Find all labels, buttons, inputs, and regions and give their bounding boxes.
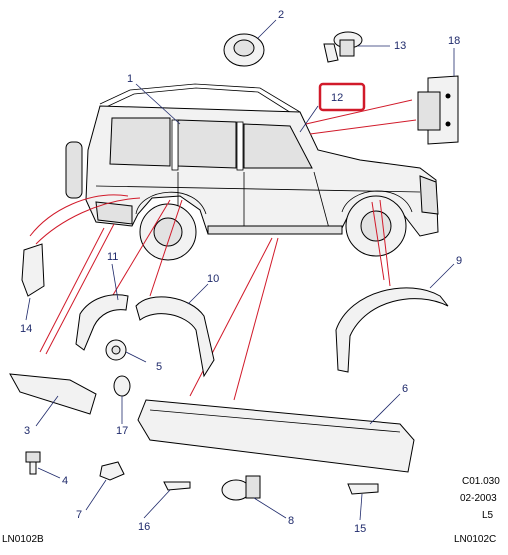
location-lines	[29, 99, 417, 401]
leader-lines	[25, 19, 455, 521]
callout-15: 15	[354, 523, 366, 535]
callout-14: 14	[20, 323, 32, 335]
callouts: 2 13 18 1 12 14 11 10 9 5 17 3 6 4 7 16 …	[20, 9, 462, 535]
part-17-grommet	[113, 375, 131, 397]
diagram-id-left: LN0102B	[2, 534, 44, 545]
part-6-sill-moulding	[137, 399, 415, 473]
part-13-clip	[323, 31, 363, 63]
ref-code: C01.030	[462, 476, 500, 487]
callout-7: 7	[76, 509, 82, 521]
part-8-clip	[221, 475, 261, 501]
callout-2: 2	[278, 9, 284, 21]
callout-4: 4	[62, 475, 68, 487]
callout-6: 6	[402, 383, 408, 395]
level-label: L5	[482, 510, 494, 521]
part-3-sill-end	[9, 373, 97, 415]
part-2-grommet	[223, 33, 265, 67]
footer-meta: C01.030 02-2003 L5 LN0102C LN0102B	[2, 476, 500, 545]
callout-1: 1	[127, 73, 133, 85]
part-11-arch-liner	[75, 294, 129, 351]
part-14-panel	[21, 243, 45, 297]
callout-13: 13	[394, 40, 406, 52]
callout-9: 9	[456, 255, 462, 267]
callout-3: 3	[24, 425, 30, 437]
callout-17: 17	[116, 425, 128, 437]
callout-10: 10	[207, 273, 219, 285]
part-18-bracket	[417, 75, 459, 145]
callout-16: 16	[138, 521, 150, 533]
callout-11: 11	[107, 251, 118, 263]
part-10-arch-moulding	[135, 296, 215, 378]
part-15-clip	[347, 483, 379, 495]
part-16-clip	[163, 481, 191, 491]
revision-date: 02-2003	[460, 493, 497, 504]
callout-12: 12	[331, 92, 343, 104]
highlight-box	[318, 82, 366, 112]
callout-18: 18	[448, 35, 460, 47]
part-7-nut	[99, 461, 125, 481]
callout-5: 5	[156, 361, 162, 373]
diagram-id-right: LN0102C	[454, 534, 496, 545]
part-4-screw	[25, 451, 41, 475]
part-5-grommet	[105, 339, 127, 361]
vehicle-illustration	[65, 83, 439, 261]
callout-8: 8	[288, 515, 294, 527]
part-9-arch-moulding	[335, 287, 449, 373]
